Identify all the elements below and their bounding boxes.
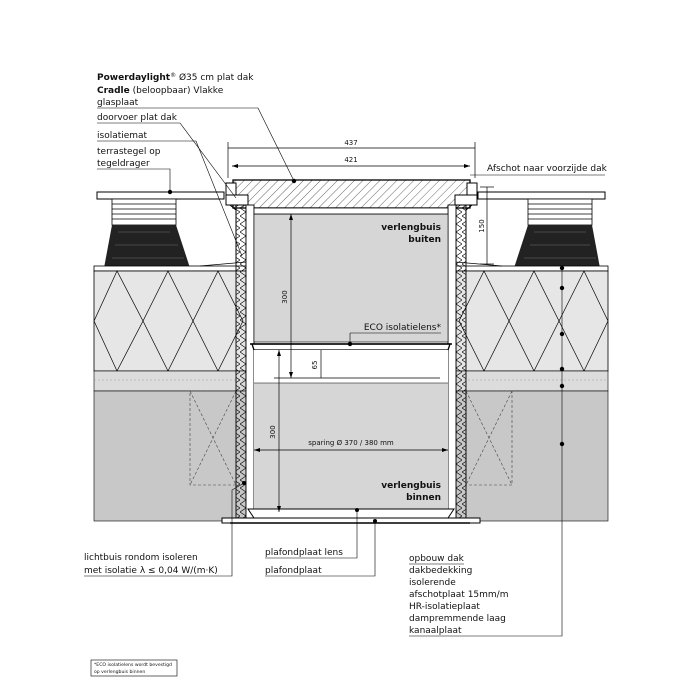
dim-300-lower: 300 [269, 425, 277, 438]
product-reg: ® [170, 72, 176, 79]
product-rest: Ø35 cm plat dak [176, 72, 254, 83]
dim-421: 421 [344, 156, 357, 164]
glasplaat-label: glasplaat [97, 98, 139, 108]
label-opbouw: opbouw dak dakbedekking isolerende afsch… [409, 265, 565, 637]
doorvoer-label: doorvoer plat dak [97, 113, 178, 123]
dimensions: 437 421 150 300 65 300 sparing Ø 370 / 3… [227, 139, 494, 512]
label-eco-lens: ECO isolatielens* [347, 323, 442, 347]
product-brand: Powerdaylight [97, 73, 171, 83]
verlengbuis-binnen-line1: verlengbuis [381, 481, 441, 491]
isolatiemat-label: isolatiemat [97, 131, 148, 141]
roof-right [455, 191, 609, 522]
label-product: Powerdaylight® Ø35 cm plat dak Cradle (b… [97, 72, 297, 184]
footnote-box: *ECO isolatielens wordt bevestigd op ver… [90, 659, 178, 677]
verlengbuis-buiten-line2: buiten [408, 235, 441, 245]
terrastegel-line2: tegeldrager [97, 159, 150, 169]
opbouw-line-0: opbouw dak [409, 554, 465, 564]
cradle-rest: (beloopbaar) Vlakke [130, 86, 224, 96]
eco-lens-label: ECO isolatielens* [364, 323, 442, 333]
verlengbuis-buiten-line1: verlengbuis [381, 223, 441, 233]
dim-150: 150 [478, 219, 486, 232]
opbouw-line-2: isolerende [409, 578, 456, 588]
plafondplaat-label: plafondplaat [265, 566, 322, 576]
label-plafondplaat: plafondplaat [265, 519, 377, 577]
svg-text:Powerdaylight® Ø35 cm plat dak: Powerdaylight® Ø35 cm plat dak [97, 72, 254, 84]
dim-437: 437 [344, 139, 357, 147]
sparing-label: sparing Ø 370 / 380 mm [308, 439, 394, 447]
opbouw-line-1: dakbedekking [409, 566, 472, 576]
lichtbuis-line1: lichtbuis rondom isoleren [84, 553, 198, 563]
afschot-label: Afschot naar voorzijde dak [487, 164, 608, 174]
label-afschot: Afschot naar voorzijde dak [470, 164, 608, 176]
opbouw-line-5: dampremmende laag [409, 614, 506, 624]
opbouw-line-6: kanaalplaat [409, 626, 462, 636]
verlengbuis-binnen-line2: binnen [406, 493, 441, 503]
skylight-assembly [221, 179, 481, 524]
label-isolatiemat: isolatiemat [97, 131, 243, 257]
lichtbuis-line2: met isolatie λ ≤ 0,04 W/(m·K) [84, 566, 218, 576]
svg-text:Cradle (beloopbaar) Vlakke: Cradle (beloopbaar) Vlakke [97, 86, 224, 96]
footnote-line2: op verlengbuis binnen [94, 669, 145, 675]
roof-left [93, 191, 247, 522]
opbouw-line-4: HR-isolatieplaat [409, 602, 480, 612]
label-lichtbuis: lichtbuis rondom isoleren met isolatie λ… [84, 481, 246, 577]
footnote-line1: *ECO isolatielens wordt bevestigd [94, 662, 172, 668]
label-plafondplaat-lens: plafondplaat lens [265, 508, 359, 559]
dim-65: 65 [311, 361, 319, 370]
label-terrastegel: terrastegel op tegeldrager [97, 147, 173, 195]
terrastegel-line1: terrastegel op [97, 147, 161, 157]
cradle-bold: Cradle [97, 86, 130, 96]
tile-pedestal-left [104, 198, 190, 268]
tile-pedestal-right [514, 198, 600, 268]
label-doorvoer: doorvoer plat dak [97, 113, 237, 199]
opbouw-line-3: afschotplaat 15mm/m [409, 590, 508, 600]
dim-300-upper: 300 [281, 290, 289, 303]
plafondplaat-lens-label: plafondplaat lens [265, 548, 343, 558]
